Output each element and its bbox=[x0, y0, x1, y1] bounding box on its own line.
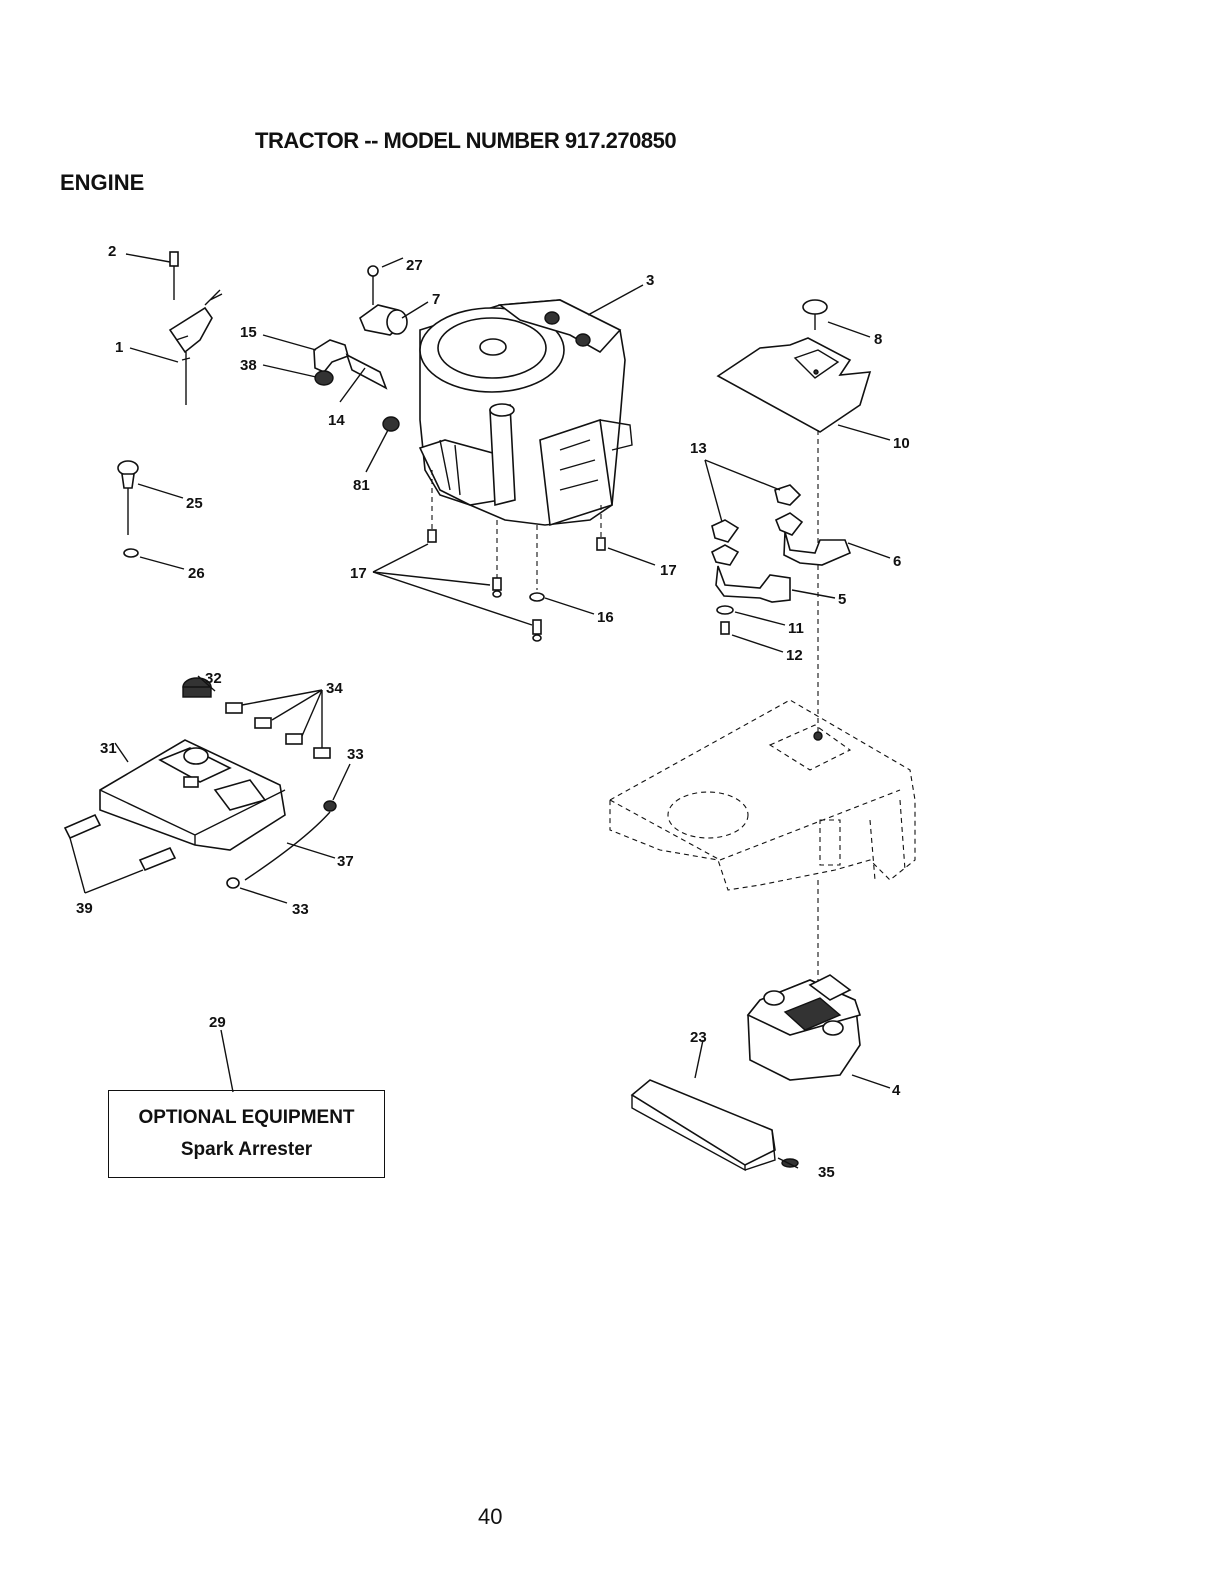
callout-25: 25 bbox=[186, 495, 203, 512]
callout-11: 11 bbox=[788, 620, 804, 637]
fitting-81-part bbox=[383, 417, 399, 431]
filter-housing-part bbox=[65, 678, 336, 888]
callout-35-text: 35 bbox=[818, 1164, 835, 1181]
spark-arrester-part bbox=[632, 1080, 798, 1170]
callout-15: 15 bbox=[240, 324, 257, 341]
callout-31: 31 bbox=[100, 740, 117, 757]
callout-23: 23 bbox=[690, 1029, 707, 1046]
callout-2: 2 bbox=[108, 243, 116, 260]
muffler-part bbox=[748, 880, 860, 1080]
optional-equipment-box: OPTIONAL EQUIPMENT Spark Arrester bbox=[108, 1090, 385, 1178]
engine-part bbox=[420, 300, 632, 525]
exhaust-pipes-part bbox=[712, 485, 850, 634]
chassis-frame-part bbox=[610, 700, 915, 890]
optional-equipment-item: Spark Arrester bbox=[109, 1139, 384, 1161]
throttle-bracket-part bbox=[170, 252, 222, 405]
callout-7: 7 bbox=[432, 291, 440, 308]
fuel-elbow-part bbox=[314, 340, 386, 388]
callout-39-text: 39 bbox=[76, 900, 93, 917]
callout-14: 14 bbox=[328, 412, 345, 429]
callout-32: 32 bbox=[205, 670, 222, 687]
optional-equipment-heading: OPTIONAL EQUIPMENT bbox=[109, 1107, 384, 1129]
callout-33-bottom: 33 bbox=[292, 901, 309, 918]
callout-1: 1 bbox=[115, 339, 123, 356]
callout-17-right: 17 bbox=[660, 562, 677, 579]
callout-12: 12 bbox=[786, 647, 803, 664]
callout-13: 13 bbox=[690, 440, 707, 457]
callout-5: 5 bbox=[838, 591, 846, 608]
page-number: 40 bbox=[478, 1504, 502, 1530]
callout-4: 4 bbox=[892, 1082, 901, 1099]
callout-10: 10 bbox=[893, 435, 910, 452]
callout-37: 37 bbox=[337, 853, 354, 870]
callout-8: 8 bbox=[874, 331, 882, 348]
callout-17-left: 17 bbox=[350, 565, 367, 582]
callout-3: 3 bbox=[646, 272, 654, 289]
callout-33-top: 33 bbox=[347, 746, 364, 763]
callout-6: 6 bbox=[893, 553, 901, 570]
callout-26: 26 bbox=[188, 565, 205, 582]
callout-81: 81 bbox=[353, 477, 370, 494]
callout-16: 16 bbox=[597, 609, 614, 626]
choke-knob-part bbox=[118, 461, 138, 557]
clamp-part bbox=[360, 266, 407, 335]
callout-38: 38 bbox=[240, 357, 257, 374]
callout-29: 29 bbox=[209, 1014, 226, 1031]
callout-27: 27 bbox=[406, 257, 423, 274]
callout-34: 34 bbox=[326, 680, 343, 697]
